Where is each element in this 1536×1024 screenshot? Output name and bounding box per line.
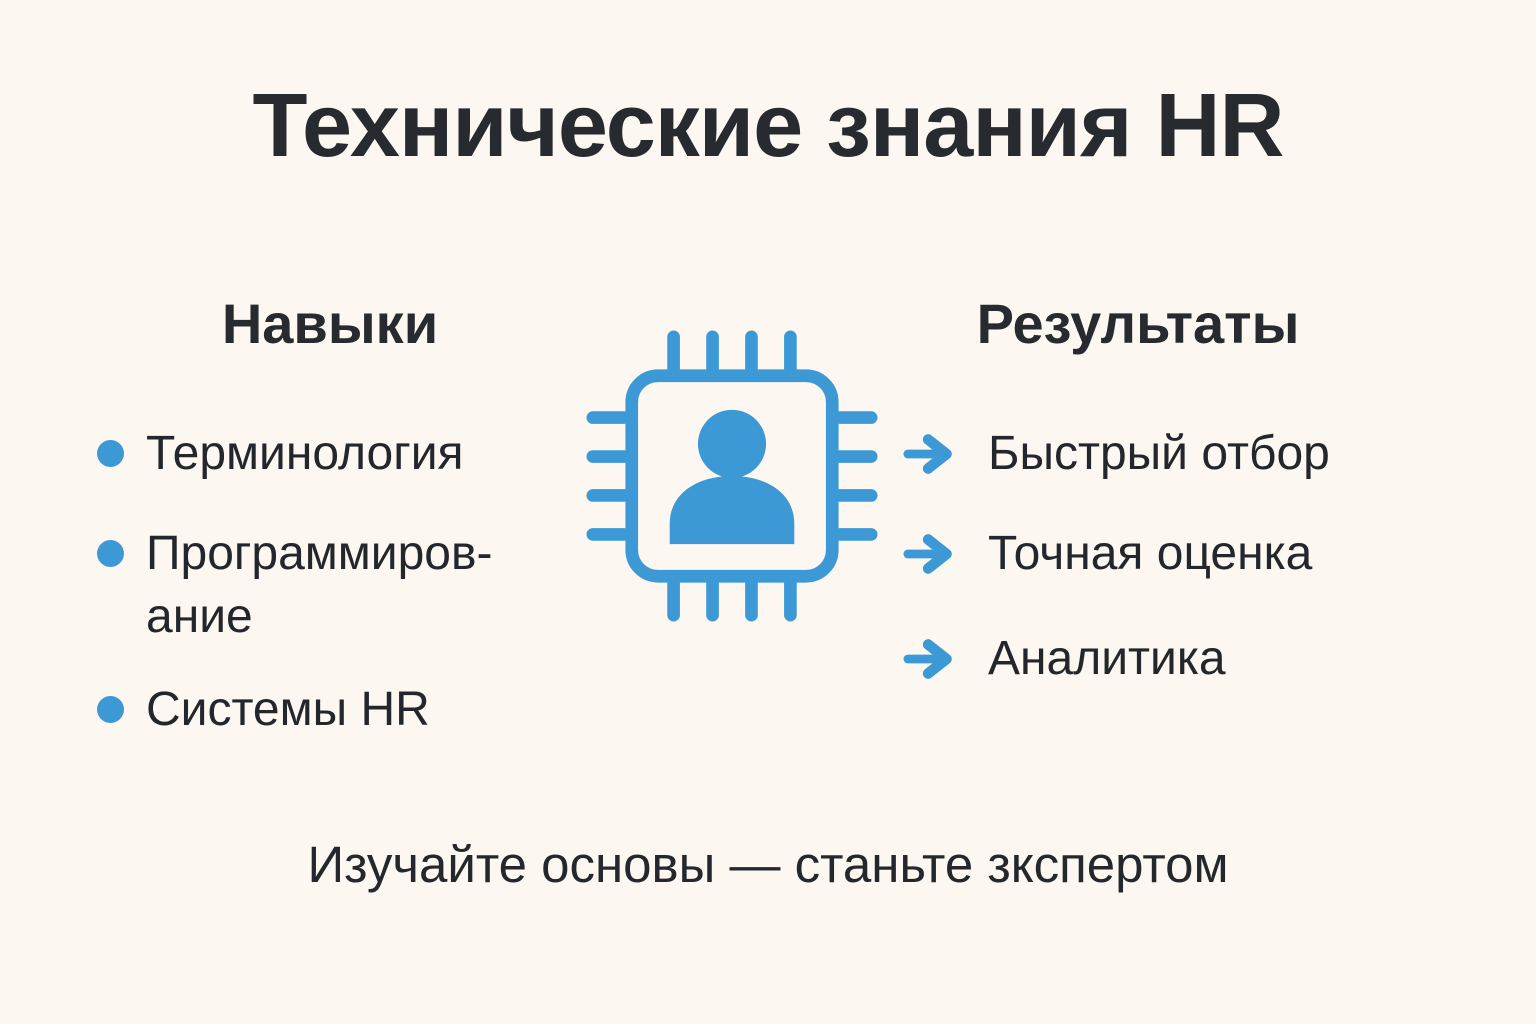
page-title: Технические знания HR [252, 76, 1284, 176]
bullet-dot-icon [97, 696, 124, 723]
skill-label: Программиров- ание [146, 527, 493, 643]
bullet-dot-icon [97, 540, 124, 567]
list-item: Системы HR [97, 678, 637, 741]
skill-label: Терминология [146, 427, 464, 480]
skill-label: Системы HR [146, 683, 430, 736]
bullet-dot-icon [97, 440, 124, 467]
list-item: Терминология [97, 422, 637, 485]
arrow-right-icon [903, 432, 961, 476]
arrow-right-icon [903, 532, 961, 576]
list-item: Аналитика [903, 627, 1503, 690]
list-item: Точная оценка [903, 522, 1503, 585]
results-column-header: Результаты [976, 292, 1300, 355]
chip-person-icon [586, 330, 878, 622]
skills-column-header: Навыки [221, 292, 439, 355]
result-label: Быстрый отбор [988, 427, 1330, 480]
result-label: Аналитика [988, 632, 1226, 685]
list-item: Программиров- ание [97, 522, 637, 648]
arrow-right-icon [903, 637, 961, 681]
result-label: Точная оценка [988, 527, 1313, 580]
tagline: Изучайте основы — станьте зкспертом [307, 836, 1229, 893]
list-item: Быстрый отбор [903, 422, 1503, 485]
